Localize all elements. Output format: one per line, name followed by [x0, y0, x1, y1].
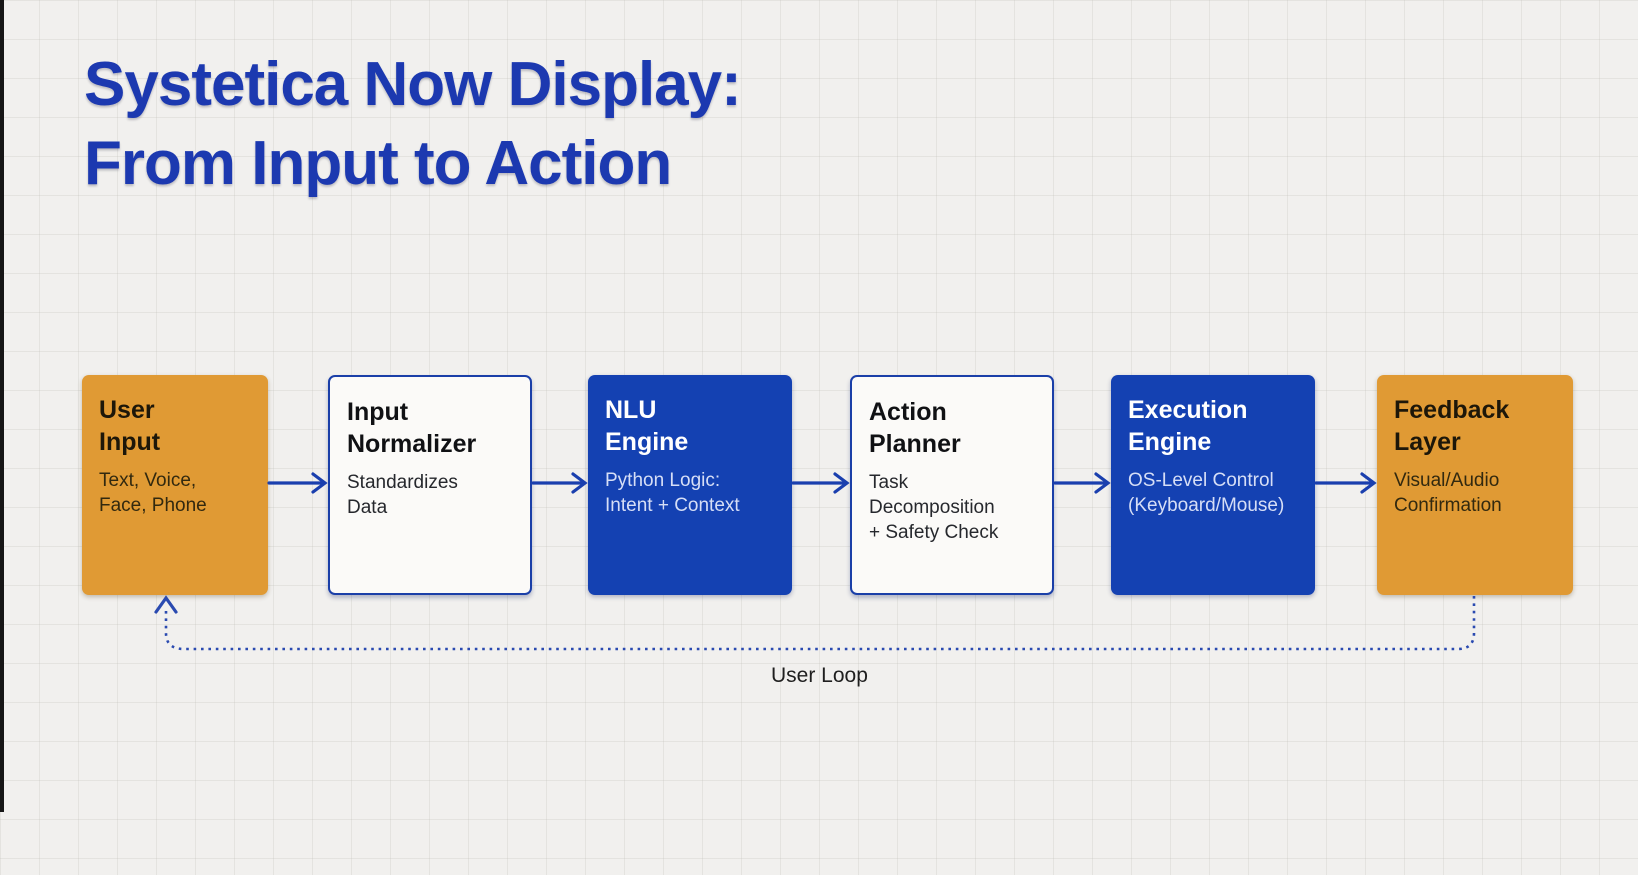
screen-left-edge-bar [0, 0, 4, 812]
flow-box-user-input: User Input Text, Voice, Face, Phone [82, 375, 268, 595]
box-title: User Input [99, 396, 161, 456]
flow-box-input-normalizer: Input Normalizer Standardizes Data [328, 375, 532, 595]
box-subtitle: Task Decomposition + Safety Check [869, 472, 999, 544]
flow-arrow-icon [791, 472, 850, 494]
flow-box-nlu-engine: NLU Engine Python Logic: Intent + Contex… [588, 375, 792, 595]
box-subtitle: Standardizes Data [347, 472, 458, 519]
flow-box-execution-engine: Execution Engine OS-Level Control (Keybo… [1111, 375, 1315, 595]
user-loop-label: User Loop [771, 664, 868, 687]
flow-arrow-icon [531, 472, 588, 494]
flow-arrow-icon [267, 472, 328, 494]
box-subtitle: OS-Level Control (Keyboard/Mouse) [1128, 470, 1285, 517]
box-title: NLU Engine [605, 396, 689, 456]
box-title: Execution Engine [1128, 396, 1248, 456]
page-title: Systetica Now Display: From Input to Act… [84, 50, 742, 198]
flow-arrow-icon [1053, 472, 1111, 494]
user-loop-arrowhead-icon [154, 595, 178, 614]
box-title: Input Normalizer [347, 398, 477, 458]
flow-box-action-planner: Action Planner Task Decomposition + Safe… [850, 375, 1054, 595]
user-loop-path [164, 596, 1476, 651]
box-subtitle: Text, Voice, Face, Phone [99, 470, 207, 517]
flow-arrow-icon [1314, 472, 1377, 494]
box-subtitle: Visual/Audio Confirmation [1394, 470, 1502, 517]
box-title: Feedback Layer [1394, 396, 1510, 456]
box-title: Action Planner [869, 398, 961, 458]
box-subtitle: Python Logic: Intent + Context [605, 470, 740, 517]
flow-box-feedback-layer: Feedback Layer Visual/Audio Confirmation [1377, 375, 1573, 595]
